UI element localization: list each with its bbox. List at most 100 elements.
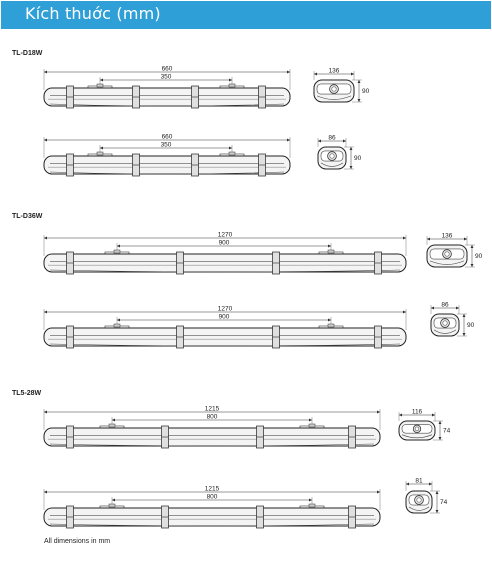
arrowhead <box>429 482 432 486</box>
length-label: 1270 <box>218 232 233 239</box>
diffuser-curve <box>49 343 401 347</box>
arrowhead <box>403 236 406 240</box>
arrowhead <box>44 410 47 414</box>
arrowhead <box>44 138 47 142</box>
arrowhead <box>431 306 434 310</box>
arrowhead <box>229 78 232 82</box>
arrowhead <box>456 306 459 310</box>
group-label-tl5-28w: TL5-28W <box>12 390 42 397</box>
clip-spacing-label: 350 <box>161 74 172 81</box>
arrowhead <box>399 413 402 417</box>
header-bar: Kích thuớc (mm) <box>1 1 491 29</box>
end-diffuser <box>433 329 457 334</box>
arrowhead <box>100 78 103 82</box>
arrowhead <box>343 139 346 143</box>
diffuser-curve <box>49 171 285 175</box>
arrowhead <box>357 80 361 83</box>
arrowhead <box>309 418 312 422</box>
arrowhead <box>314 72 317 76</box>
lamp-core <box>331 86 337 92</box>
arrowhead <box>464 237 467 241</box>
housing-body <box>43 155 291 175</box>
housing-body <box>43 327 407 347</box>
arrowhead <box>229 146 232 150</box>
housing-body <box>43 87 291 107</box>
arrowhead <box>287 70 290 74</box>
arrowhead <box>432 413 435 417</box>
housing-body <box>43 253 407 273</box>
arrowhead <box>435 491 439 494</box>
length-label: 1270 <box>218 306 233 313</box>
arrowhead <box>117 318 120 322</box>
group-label-tl-d18w: TL-D18W <box>12 50 43 57</box>
bracket-screw <box>108 423 116 428</box>
arrowhead <box>351 72 354 76</box>
bracket-screw <box>113 323 121 328</box>
lamp-core <box>444 251 450 257</box>
end-width-label: 86 <box>328 135 336 142</box>
diffuser-curve <box>49 443 375 447</box>
arrowhead <box>328 244 331 248</box>
arrowhead <box>309 498 312 502</box>
end-diffuser <box>320 162 344 167</box>
lamp-core <box>416 497 422 503</box>
arrowhead <box>462 314 466 317</box>
bracket-screw <box>327 323 335 328</box>
lamp-core <box>442 320 448 326</box>
arrowhead <box>470 264 474 267</box>
units-footnote: All dimensions in mm <box>44 538 111 545</box>
arrowhead <box>462 333 466 336</box>
end-diffuser <box>408 506 430 511</box>
bracket-screw <box>96 83 104 88</box>
bracket-screw <box>108 503 116 508</box>
arrowhead <box>377 410 380 414</box>
length-label: 1215 <box>205 486 220 493</box>
diffuser-curve <box>49 269 401 273</box>
housing-body <box>43 427 381 447</box>
arrowhead <box>438 437 442 440</box>
arrowhead <box>349 147 353 150</box>
arrowhead <box>357 99 361 102</box>
arrowhead <box>287 138 290 142</box>
arrowhead <box>100 146 103 150</box>
arrowhead <box>44 70 47 74</box>
group-label-tl-d36w: TL-D36W <box>12 213 43 220</box>
housing-body <box>43 507 381 527</box>
bracket-screw <box>228 151 236 156</box>
arrowhead <box>318 139 321 143</box>
bracket-screw <box>96 151 104 156</box>
length-label: 660 <box>162 66 173 73</box>
clip-spacing-label: 800 <box>207 414 218 421</box>
arrowhead <box>403 310 406 314</box>
arrowhead <box>427 237 430 241</box>
arrowhead <box>406 482 409 486</box>
lamp-core <box>414 426 420 431</box>
lamp-core <box>329 153 335 159</box>
bracket-screw <box>327 249 335 254</box>
end-width-label: 81 <box>415 478 423 485</box>
arrowhead <box>377 490 380 494</box>
clip-spacing-label: 900 <box>219 314 230 321</box>
end-height-label: 90 <box>467 322 475 329</box>
bracket-screw <box>308 503 316 508</box>
end-diffuser <box>401 434 433 439</box>
clip-spacing-label: 350 <box>161 142 172 149</box>
length-label: 1215 <box>205 406 220 413</box>
end-height-label: 90 <box>362 88 370 95</box>
clip-spacing-label: 800 <box>207 494 218 501</box>
arrowhead <box>117 244 120 248</box>
bracket-screw <box>308 423 316 428</box>
clip-spacing-label: 900 <box>219 240 230 247</box>
